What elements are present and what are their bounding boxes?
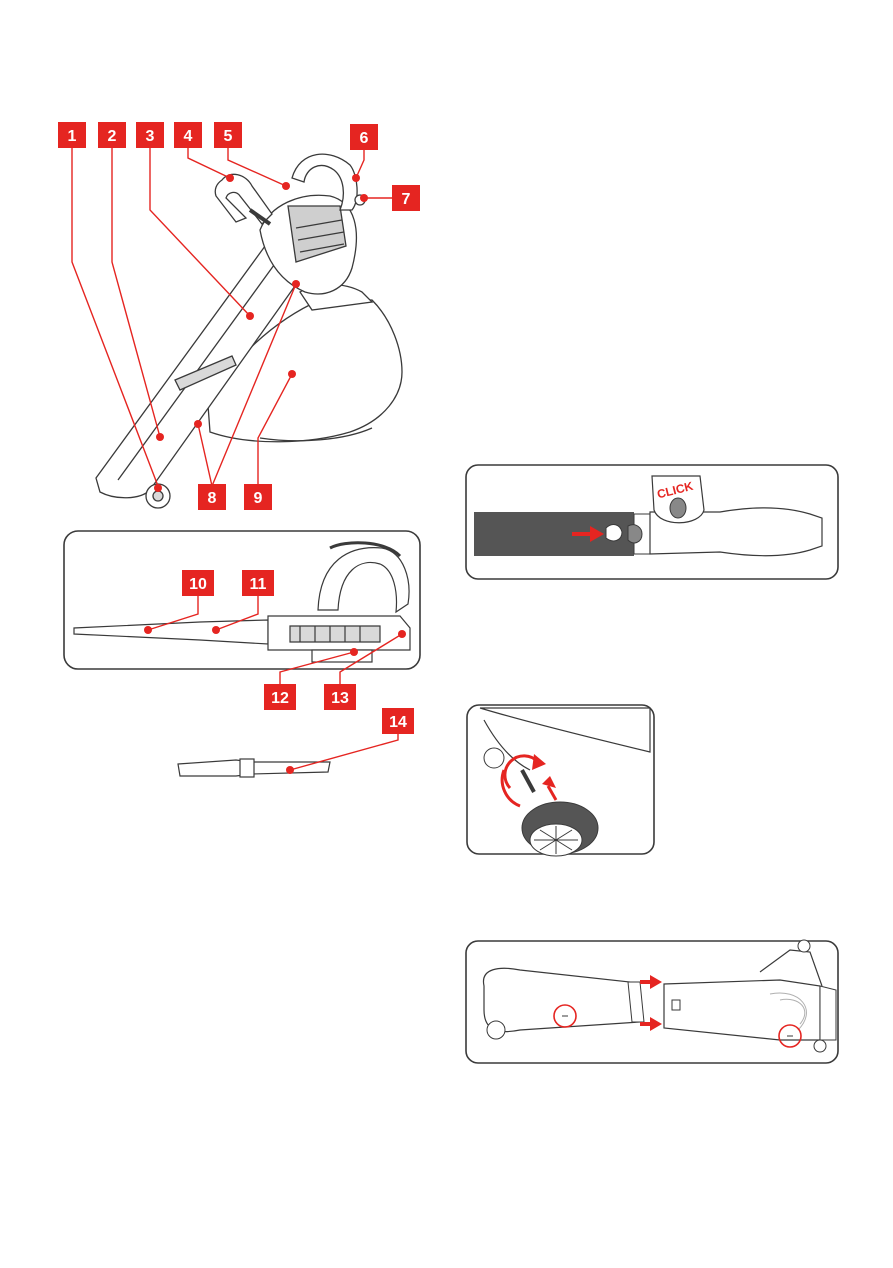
number-tag-3: 3 xyxy=(136,122,164,148)
svg-text:1: 1 xyxy=(68,128,77,145)
svg-text:7: 7 xyxy=(402,191,411,208)
base-knob xyxy=(814,1040,826,1052)
svg-text:13: 13 xyxy=(331,690,349,707)
side-handle xyxy=(215,174,272,224)
strap-buckle xyxy=(240,759,254,777)
svg-text:2: 2 xyxy=(108,128,117,145)
number-tag-8: 8 xyxy=(198,484,226,510)
upper-tube-slot xyxy=(672,1000,680,1010)
number-tag-1: 1 xyxy=(58,122,86,148)
blower-configuration-panel: 10 11 12 13 xyxy=(64,531,420,710)
shoulder-strap-drawing: 14 xyxy=(178,708,414,777)
number-tag-5: 5 xyxy=(214,122,242,148)
svg-text:11: 11 xyxy=(250,576,267,593)
tube-latch-hole xyxy=(606,525,622,541)
number-tag-6: 6 xyxy=(350,124,378,150)
housing-rim xyxy=(820,986,836,1040)
wheel-hub xyxy=(153,491,163,501)
number-tag-7: 7 xyxy=(392,185,420,211)
wheel-fitting-panel xyxy=(467,705,654,856)
leaf-blower-main-drawing xyxy=(96,154,402,508)
number-tag-9: 9 xyxy=(244,484,272,510)
number-tag-11: 11 xyxy=(242,570,274,596)
svg-text:5: 5 xyxy=(224,128,233,145)
number-tag-12: 12 xyxy=(264,684,296,710)
wheel-spokes xyxy=(534,826,578,854)
number-tag-14: 14 xyxy=(382,708,414,734)
tube-click-panel: CLICK xyxy=(466,465,838,579)
blower-vents xyxy=(290,626,380,642)
tube-assembly-panel xyxy=(466,940,838,1063)
svg-text:3: 3 xyxy=(146,128,155,145)
handle-knob xyxy=(798,940,810,952)
leader-dot-14 xyxy=(286,766,294,774)
svg-text:8: 8 xyxy=(208,490,217,507)
svg-text:6: 6 xyxy=(360,130,369,147)
number-tag-2: 2 xyxy=(98,122,126,148)
svg-text:14: 14 xyxy=(389,714,407,731)
tube-latch-button xyxy=(628,525,642,543)
number-tag-10: 10 xyxy=(182,570,214,596)
svg-text:12: 12 xyxy=(271,690,289,707)
panel-wheel xyxy=(487,1021,505,1039)
number-tag-4: 4 xyxy=(174,122,202,148)
axle-mount xyxy=(484,748,504,768)
upper-tube xyxy=(664,980,820,1040)
svg-text:9: 9 xyxy=(254,490,263,507)
svg-text:10: 10 xyxy=(189,576,207,593)
number-tag-13: 13 xyxy=(324,684,356,710)
svg-text:4: 4 xyxy=(184,128,193,145)
zoom-button xyxy=(670,498,686,518)
